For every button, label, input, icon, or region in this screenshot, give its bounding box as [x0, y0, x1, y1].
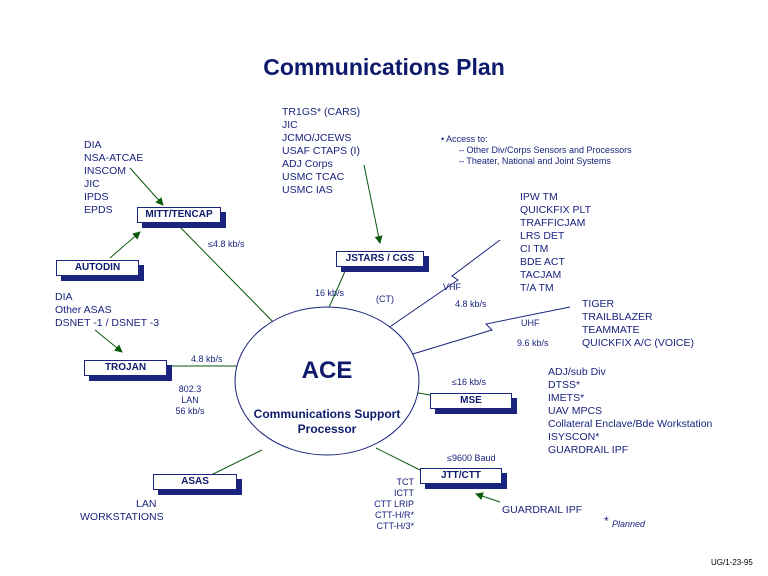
list-dia-group: DIA NSA-ATCAE INSCOM JIC IPDS EPDS — [84, 139, 143, 217]
lan-line: LAN — [181, 395, 199, 405]
list-item: QUICKFIX A/C (VOICE) — [582, 337, 695, 349]
mse-rate-label: ≤16 kb/s — [452, 377, 486, 387]
box-jtt-ctt: JTT/CTT — [420, 468, 502, 484]
list-item: WORKSTATIONS — [80, 511, 164, 523]
list-item: TR1GS* (CARS) — [282, 106, 361, 118]
list-item: USMC TCAC — [282, 171, 345, 183]
vhf-rate-label: 4.8 kb/s — [455, 299, 487, 309]
list-item: TRAFFICJAM — [520, 217, 586, 229]
list-item: T/A TM — [520, 282, 554, 294]
planned-note: Planned — [612, 519, 646, 529]
box-jstars-cgs: JSTARS / CGS — [336, 251, 424, 267]
list-item: TACJAM — [520, 269, 562, 281]
list-item: CTT LRIP — [374, 499, 414, 509]
list-item: JCMO/JCEWS — [282, 132, 352, 144]
list-item: DIA — [84, 139, 102, 151]
jtt-rate-label: ≤9600 Baud — [447, 453, 496, 463]
trojan-rate-label: 4.8 kb/s — [191, 354, 223, 364]
box-asas: ASAS — [153, 474, 237, 490]
list-uhf-group: TIGER TRAILBLAZER TEAMMATE QUICKFIX A/C … — [582, 298, 694, 350]
list-item: USMC IAS — [282, 184, 333, 196]
planned-star: * — [604, 514, 609, 528]
arrow-autodin — [109, 231, 141, 259]
line-jstars — [326, 259, 351, 313]
list-jstars-group: TR1GS* (CARS) JIC JCMO/JCEWS USAF CTAPS … — [282, 106, 360, 197]
list-item: ICTT — [394, 488, 414, 498]
access-note: • Access to: – Other Div/Corps Sensors a… — [441, 134, 632, 167]
ace-sub-2: Processor — [297, 422, 357, 436]
ace-sub-1: Communications Support — [253, 407, 401, 421]
list-item: GUARDRAIL IPF — [548, 444, 629, 456]
guardrail-label: GUARDRAIL IPF — [502, 504, 583, 516]
list-vhf-group: IPW TM QUICKFIX PLT TRAFFICJAM LRS DET C… — [520, 191, 591, 295]
asas-lan-label: 802.3 LAN 56 kb/s — [170, 384, 210, 417]
list-item: CTT-H/R* — [375, 510, 414, 520]
arrow-trojan — [94, 329, 123, 353]
list-mse-group: ADJ/sub Div DTSS* IMETS* UAV MPCS Collat… — [548, 366, 712, 457]
line-vhf — [377, 239, 501, 336]
list-item: UAV MPCS — [548, 405, 603, 417]
list-item: TIGER — [582, 298, 615, 310]
list-item: CI TM — [520, 243, 549, 255]
access-heading: • Access to: — [441, 134, 488, 144]
box-trojan: TROJAN — [84, 360, 167, 376]
list-item: TRAILBLAZER — [582, 311, 653, 323]
line-mitt — [177, 224, 280, 329]
list-item: DIA — [55, 291, 73, 303]
list-item: DSNET -1 / DSNET -3 — [55, 317, 160, 329]
list-trojan-group: DIA Other ASAS DSNET -1 / DSNET -3 — [55, 291, 159, 330]
list-item: CTT-H/3* — [376, 521, 414, 531]
uhf-label: UHF — [521, 318, 540, 328]
list-item: JIC — [84, 178, 100, 190]
footer-code: UG/1-23-95 — [711, 558, 753, 567]
list-item: ADJ Corps — [282, 158, 333, 170]
arrow-jstars — [363, 164, 383, 244]
list-item: LAN — [136, 498, 157, 510]
ace-label: ACE — [301, 357, 353, 384]
line-uhf — [392, 306, 571, 361]
ace-processor-ellipse — [234, 306, 420, 456]
vhf-label: VHF — [443, 282, 461, 292]
arrow-guardrail — [475, 492, 501, 503]
list-item: USAF CTAPS (I) — [282, 145, 360, 157]
list-item: – Theater, National and Joint Systems — [459, 156, 611, 166]
uhf-rate-label: 9.6 kb/s — [517, 338, 549, 348]
list-item: IMETS* — [548, 392, 585, 404]
jstars-ct-label: (CT) — [376, 294, 394, 304]
list-item: EPDS — [84, 204, 113, 216]
list-item: JIC — [282, 119, 298, 131]
box-autodin: AUTODIN — [56, 260, 139, 276]
list-item: TEAMMATE — [582, 324, 640, 336]
line-asas — [204, 449, 263, 479]
list-item: INSCOM — [84, 165, 126, 177]
list-item: QUICKFIX PLT — [520, 204, 591, 216]
jstars-rate-label: 16 kb/s — [315, 288, 345, 298]
lan-line: 56 kb/s — [175, 406, 205, 416]
list-item: DTSS* — [548, 379, 581, 391]
list-item: IPDS — [84, 191, 109, 203]
box-mitt-tencap: MITT/TENCAP — [137, 207, 221, 223]
list-jtt-group: TCT ICTT CTT LRIP CTT-H/R* CTT-H/3* — [352, 477, 414, 532]
line-jtt — [375, 447, 421, 471]
box-mse: MSE — [430, 393, 512, 409]
list-item: – Other Div/Corps Sensors and Processors — [459, 145, 632, 155]
arrow-dia — [129, 167, 164, 206]
list-item: TCT — [396, 477, 415, 487]
list-item: BDE ACT — [520, 256, 565, 268]
list-item: Collateral Enclave/Bde Workstation — [548, 418, 713, 430]
list-item: ADJ/sub Div — [548, 366, 606, 378]
list-item: NSA-ATCAE — [84, 152, 144, 164]
lan-line: 802.3 — [178, 384, 202, 394]
list-asas-group: LAN WORKSTATIONS — [80, 498, 166, 524]
list-item: Other ASAS — [55, 304, 112, 316]
list-item: ISYSCON* — [548, 431, 600, 443]
mitt-rate-label: ≤4.8 kb/s — [208, 239, 245, 249]
list-item: IPW TM — [520, 191, 558, 203]
list-item: LRS DET — [520, 230, 565, 242]
page-title: Communications Plan — [263, 54, 505, 80]
